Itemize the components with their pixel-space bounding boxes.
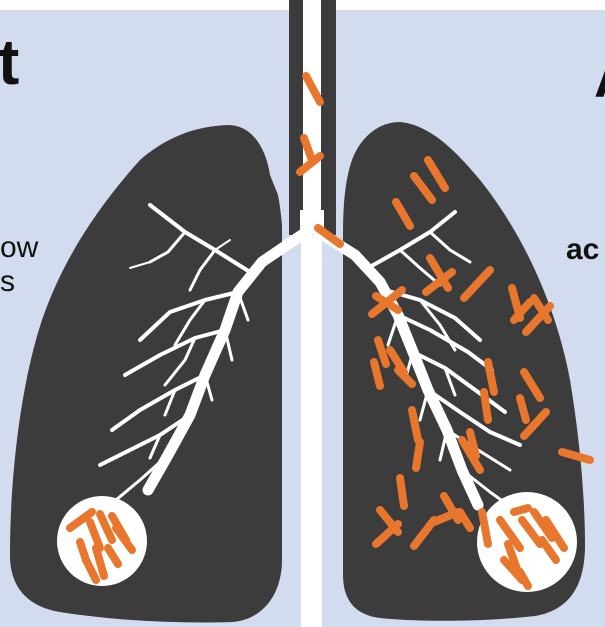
bacteria-icon [416, 442, 420, 468]
bacteria-icon [400, 478, 404, 506]
bacteria-icon [484, 392, 488, 420]
bacteria-icon [514, 508, 528, 512]
trachea-lumen [303, 0, 321, 232]
